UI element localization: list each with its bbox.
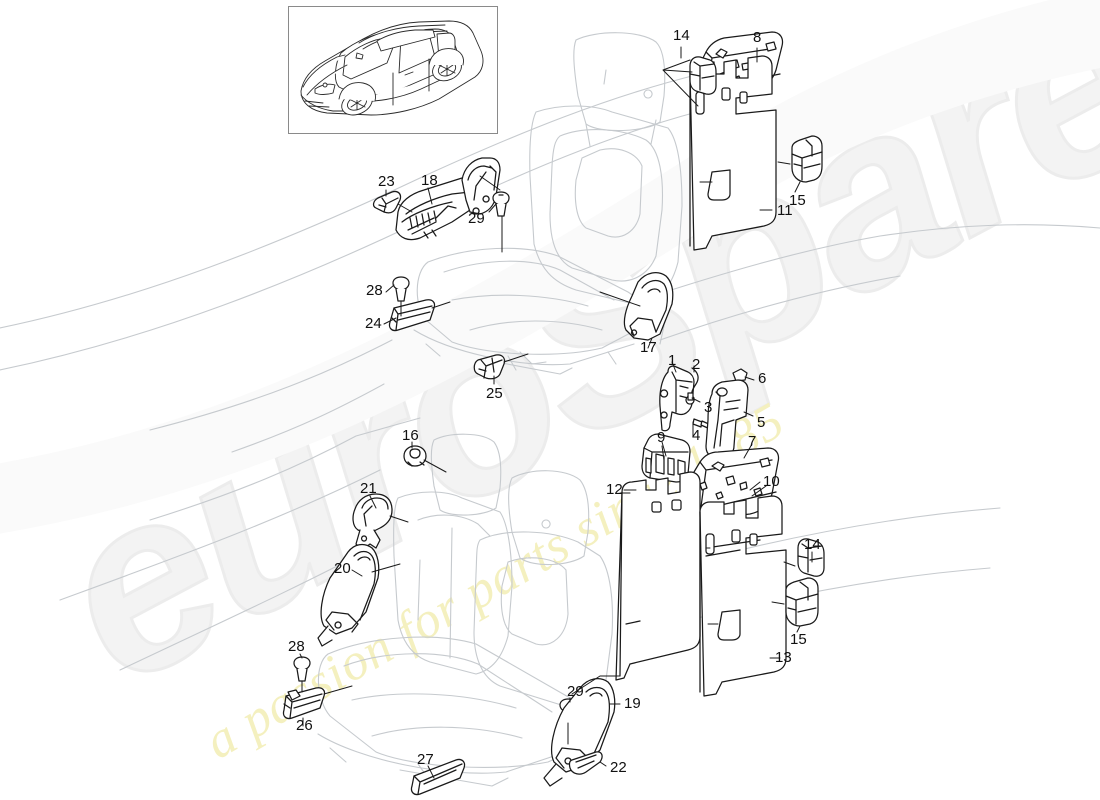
callout-14-lower: 14 <box>804 536 821 553</box>
callout-12: 12 <box>606 481 623 498</box>
part-17-side-bolster <box>623 272 674 341</box>
callout-9: 9 <box>657 429 666 446</box>
callout-5: 5 <box>757 414 766 431</box>
callout-19: 19 <box>624 695 641 712</box>
part-28-upper-bolt <box>392 276 410 302</box>
callout-28-lower: 28 <box>288 638 305 655</box>
front-seat-ghost <box>413 32 683 375</box>
vehicle-inset-box <box>288 6 498 134</box>
vehicle-thumbnail <box>300 20 484 116</box>
callout-23: 23 <box>378 173 395 190</box>
callout-7: 7 <box>748 433 757 450</box>
part-9-end-cap <box>641 433 691 483</box>
callout-13: 13 <box>775 649 792 666</box>
part-23-cap <box>372 190 402 214</box>
callout-26: 26 <box>296 717 313 734</box>
part-18-upper-arm <box>461 157 501 215</box>
callout-17: 17 <box>640 339 657 356</box>
callout-29-upper: 29 <box>468 210 485 227</box>
part-12-rear-panel <box>615 471 701 681</box>
callout-4: 4 <box>692 427 701 444</box>
callout-15-lower: 15 <box>790 631 807 648</box>
part-25-clip <box>473 354 506 380</box>
part-11-backrest-panel <box>689 55 777 251</box>
callout-22: 22 <box>610 759 627 776</box>
callout-20: 20 <box>334 560 351 577</box>
callout-3: 3 <box>704 399 713 416</box>
callout-21: 21 <box>360 480 377 497</box>
part-21-belt-guide <box>352 493 393 551</box>
part-22-small-trim <box>568 751 603 775</box>
callout-29-lower: 29 <box>567 683 584 700</box>
callout-16: 16 <box>402 427 419 444</box>
callout-1: 1 <box>668 352 677 369</box>
part-18-side-trim <box>395 176 479 241</box>
part-29-upper-bolt <box>492 191 510 217</box>
callout-28-upper: 28 <box>366 282 383 299</box>
part-15-lower-latch <box>785 577 819 627</box>
callout-8: 8 <box>753 29 762 46</box>
part-28-lower-bolt <box>293 656 311 682</box>
callout-10: 10 <box>763 473 780 490</box>
callout-11: 11 <box>777 202 793 219</box>
part-24-rail-clip <box>388 299 436 332</box>
part-15-upper-latch <box>791 135 823 183</box>
part-20-side-bolster <box>317 543 380 647</box>
part-13-backrest-panel <box>625 495 787 697</box>
leader-lines <box>299 46 813 779</box>
callout-15-upper: 15 <box>789 192 806 209</box>
callout-6: 6 <box>758 370 767 387</box>
callout-24: 24 <box>365 315 382 332</box>
callout-18: 18 <box>421 172 438 189</box>
callout-27: 27 <box>417 751 434 768</box>
callout-14-upper: 14 <box>673 27 690 44</box>
part-14-upper-clip <box>689 56 717 95</box>
callout-2: 2 <box>692 356 701 373</box>
part-26-latch-clip <box>282 687 326 720</box>
callout-25: 25 <box>486 385 503 402</box>
part-16-nut <box>403 445 427 467</box>
part-27-rail-cover <box>410 758 466 796</box>
